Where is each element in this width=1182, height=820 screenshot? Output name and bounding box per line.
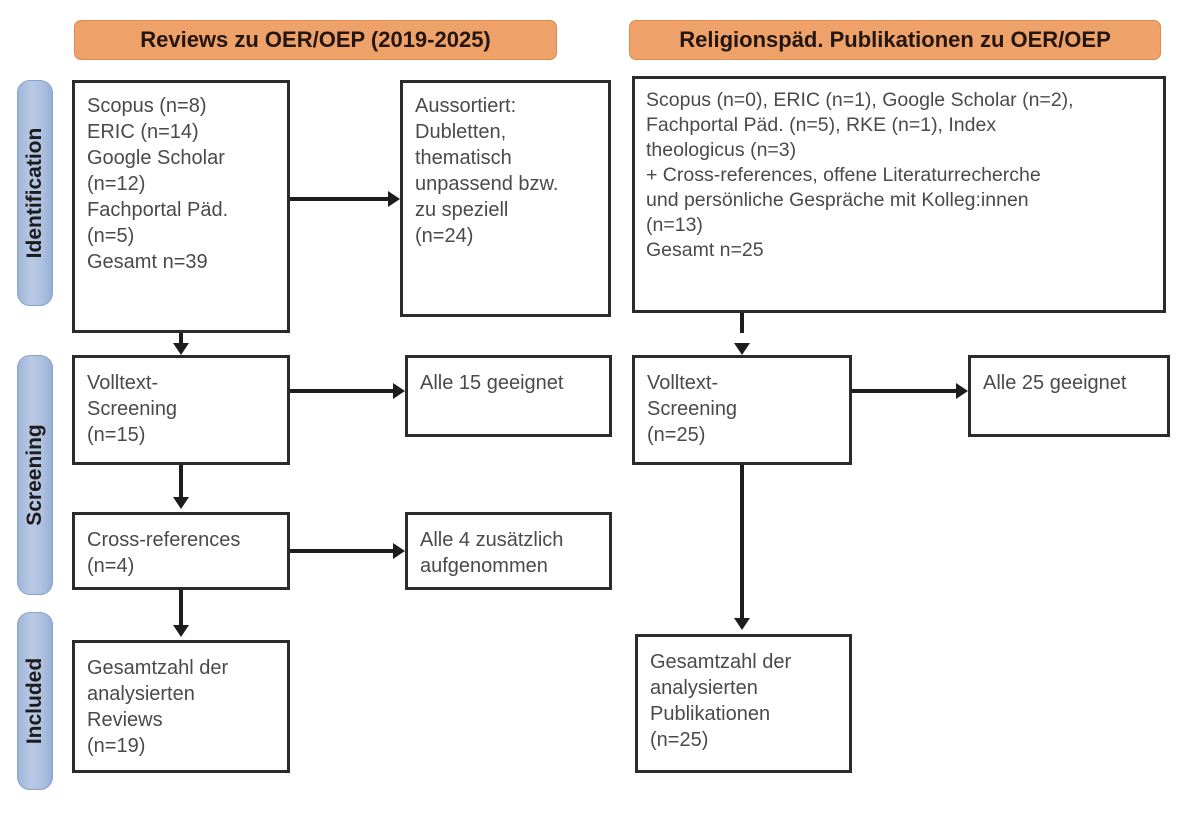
- stage-label-screening: Screening: [23, 424, 46, 526]
- box-religionspaed-fulltext-result: Alle 25 geeignet: [968, 355, 1170, 437]
- arrowhead-reviews-fulltext-to-result: [393, 383, 405, 399]
- stage-label-identification: Identification: [23, 127, 46, 259]
- connector-reviews-sources-to-excluded: [290, 197, 389, 201]
- box-reviews-included: Gesamtzahl der analysierten Reviews (n=1…: [72, 640, 290, 773]
- connector-religionspaed-fulltext-to-result: [852, 389, 957, 393]
- column-header-religionspaed: Religionspäd. Publikationen zu OER/OEP: [629, 20, 1161, 60]
- stage-band-identification: Identification: [17, 80, 53, 306]
- column-header-reviews: Reviews zu OER/OEP (2019-2025): [74, 20, 557, 60]
- box-reviews-crossrefs: Cross-references (n=4): [72, 512, 290, 590]
- arrowhead-religionspaed-fulltext-to-result: [956, 383, 968, 399]
- arrowhead-reviews-crossrefs-to-included: [173, 625, 189, 637]
- box-reviews-fulltext: Volltext- Screening (n=15): [72, 355, 290, 465]
- box-reviews-crossrefs-result: Alle 4 zusätzlich aufgenommen: [405, 512, 612, 590]
- connector-religionspaed-fulltext-to-included: [740, 465, 744, 620]
- arrowhead-reviews-sources-to-excluded: [388, 191, 400, 207]
- arrowhead-religionspaed-sources-to-fulltext: [734, 343, 750, 355]
- connector-religionspaed-sources-to-fulltext: [740, 313, 744, 333]
- box-religionspaed-included: Gesamtzahl der analysierten Publikatione…: [635, 634, 852, 773]
- arrowhead-reviews-sources-to-fulltext: [173, 343, 189, 355]
- arrowhead-reviews-fulltext-to-crossrefs: [173, 497, 189, 509]
- box-religionspaed-sources: Scopus (n=0), ERIC (n=1), Google Scholar…: [632, 76, 1166, 313]
- column-header-religionspaed-label: Religionspäd. Publikationen zu OER/OEP: [679, 27, 1111, 52]
- arrowhead-reviews-crossrefs-to-result: [393, 543, 405, 559]
- box-reviews-sources: Scopus (n=8) ERIC (n=14) Google Scholar …: [72, 80, 290, 333]
- stage-label-included: Included: [23, 657, 46, 745]
- box-reviews-fulltext-result: Alle 15 geeignet: [405, 355, 612, 437]
- box-reviews-excluded: Aussortiert: Dubletten, thematisch unpas…: [400, 80, 611, 317]
- arrowhead-religionspaed-fulltext-to-included: [734, 618, 750, 630]
- connector-reviews-crossrefs-to-included: [179, 590, 183, 628]
- connector-reviews-fulltext-to-result: [290, 389, 394, 393]
- connector-reviews-fulltext-to-crossrefs: [179, 465, 183, 500]
- connector-reviews-sources-to-fulltext: [179, 333, 183, 345]
- stage-band-included: Included: [17, 612, 53, 790]
- connector-reviews-crossrefs-to-result: [290, 549, 394, 553]
- box-religionspaed-fulltext: Volltext- Screening (n=25): [632, 355, 852, 465]
- column-header-reviews-label: Reviews zu OER/OEP (2019-2025): [140, 27, 491, 52]
- stage-band-screening: Screening: [17, 355, 53, 595]
